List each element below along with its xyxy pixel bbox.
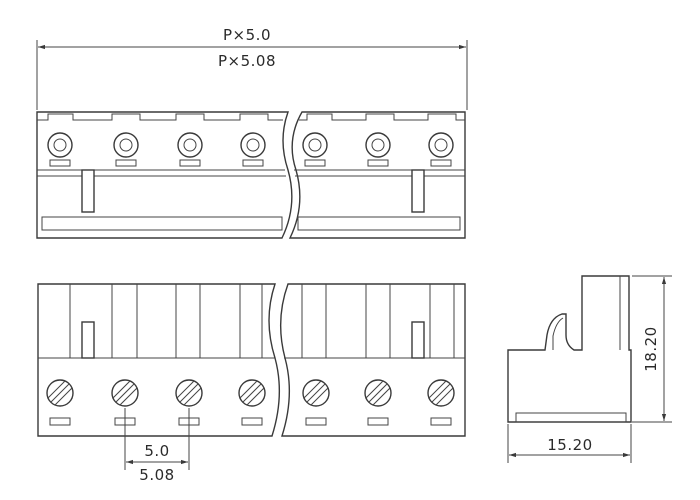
top-holes (47, 132, 454, 167)
screw-1 (46, 379, 74, 426)
screw-7 (427, 379, 455, 426)
top-hole-7 (428, 132, 454, 167)
top-hole-1 (47, 132, 73, 167)
top-body-right (288, 111, 466, 239)
side-height-dimension: 18.20 (632, 275, 672, 423)
pitch-label-5-08: 5.08 (139, 466, 174, 484)
top-hole-3 (177, 132, 203, 167)
top-body-left (36, 111, 293, 239)
top-hole-4 (240, 132, 266, 167)
side-height-label: 18.20 (642, 326, 660, 371)
top-hole-5 (302, 132, 328, 167)
pitch-dimension: 5.0 5.08 (124, 408, 190, 484)
top-view: P×5.0 P×5.08 (36, 26, 468, 239)
side-view: 18.20 15.20 (507, 275, 672, 463)
front-screws (46, 379, 455, 426)
front-body-left (37, 283, 281, 437)
screw-5 (302, 379, 330, 426)
side-width-dimension: 15.20 (507, 424, 632, 463)
total-width-dimension: P×5.0 P×5.08 (36, 26, 468, 110)
front-view: 5.0 5.08 (37, 283, 466, 484)
screw-6 (364, 379, 392, 426)
top-hole-6 (365, 132, 391, 167)
side-width-label: 15.20 (547, 436, 592, 454)
total-width-label-5-08: P×5.08 (218, 52, 276, 70)
total-width-label-5-0: P×5.0 (223, 26, 271, 44)
top-hole-2 (113, 132, 139, 167)
screw-4 (238, 379, 266, 426)
pitch-label-5-0: 5.0 (144, 442, 169, 460)
screw-2 (111, 379, 139, 426)
front-body-right (279, 283, 466, 437)
